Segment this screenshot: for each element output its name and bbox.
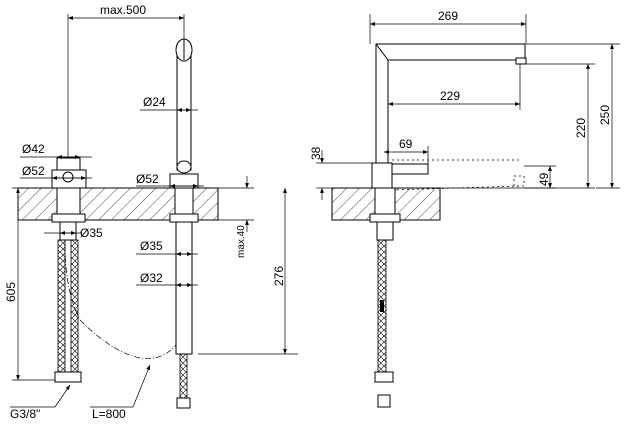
side-hose-marker xyxy=(380,300,384,312)
dim-h38: 38 xyxy=(309,146,323,160)
dim-hose-length: L=800 xyxy=(92,407,126,421)
side-lever-arm xyxy=(391,159,521,191)
side-lever-tip xyxy=(513,175,525,187)
spout-hose-fitting xyxy=(176,397,191,409)
side-lower-shank xyxy=(376,221,394,241)
dim-d52-left: Ø52 xyxy=(22,164,45,178)
dim-d35-left: Ø35 xyxy=(80,226,103,240)
left-shank-lower xyxy=(59,221,77,241)
hose-loop-phantom xyxy=(79,319,177,359)
dim-d32: Ø32 xyxy=(140,271,163,285)
dim-h49: 49 xyxy=(537,172,551,186)
side-lever xyxy=(391,163,429,175)
dim-h250: 250 xyxy=(598,105,612,125)
dim-d42: Ø42 xyxy=(22,142,45,156)
side-base-body xyxy=(371,162,393,189)
dim-d52-mid: Ø52 xyxy=(136,172,159,186)
side-nut xyxy=(369,213,401,223)
left-hose-fitting xyxy=(54,371,82,383)
mixer-handle-circle xyxy=(62,171,74,183)
left-hose-b xyxy=(70,239,79,379)
dim-thread: G3/8" xyxy=(10,407,40,421)
left-nut xyxy=(51,213,86,223)
spout-nut xyxy=(169,213,199,223)
left-hose-a xyxy=(57,239,66,379)
side-view: 269 229 69 38 49 220 250 xyxy=(309,9,620,408)
side-hose-fitting xyxy=(374,371,394,383)
side-spout-outlet xyxy=(515,57,527,65)
side-spout xyxy=(375,43,526,173)
dim-w269: 269 xyxy=(438,9,458,23)
mixer-body-upper xyxy=(56,157,81,171)
dim-max-reach: max.500 xyxy=(100,3,146,17)
front-view: max.500 Ø42 Ø52 Ø24 Ø52 Ø35 Ø35 Ø32 xyxy=(4,3,298,421)
dim-h605: 605 xyxy=(4,282,18,302)
dim-w229: 229 xyxy=(440,89,460,103)
dim-w69: 69 xyxy=(399,137,413,151)
dim-max40: max.40 xyxy=(236,225,247,258)
spout-lower-tube xyxy=(175,221,193,355)
dim-h276: 276 xyxy=(272,266,286,286)
dim-d24: Ø24 xyxy=(143,95,166,109)
dim-d35-mid: Ø35 xyxy=(140,239,163,253)
spout-outlet xyxy=(176,160,192,174)
side-hose-end xyxy=(377,394,391,408)
dim-h220: 220 xyxy=(574,118,588,138)
spout-hose xyxy=(179,353,188,403)
